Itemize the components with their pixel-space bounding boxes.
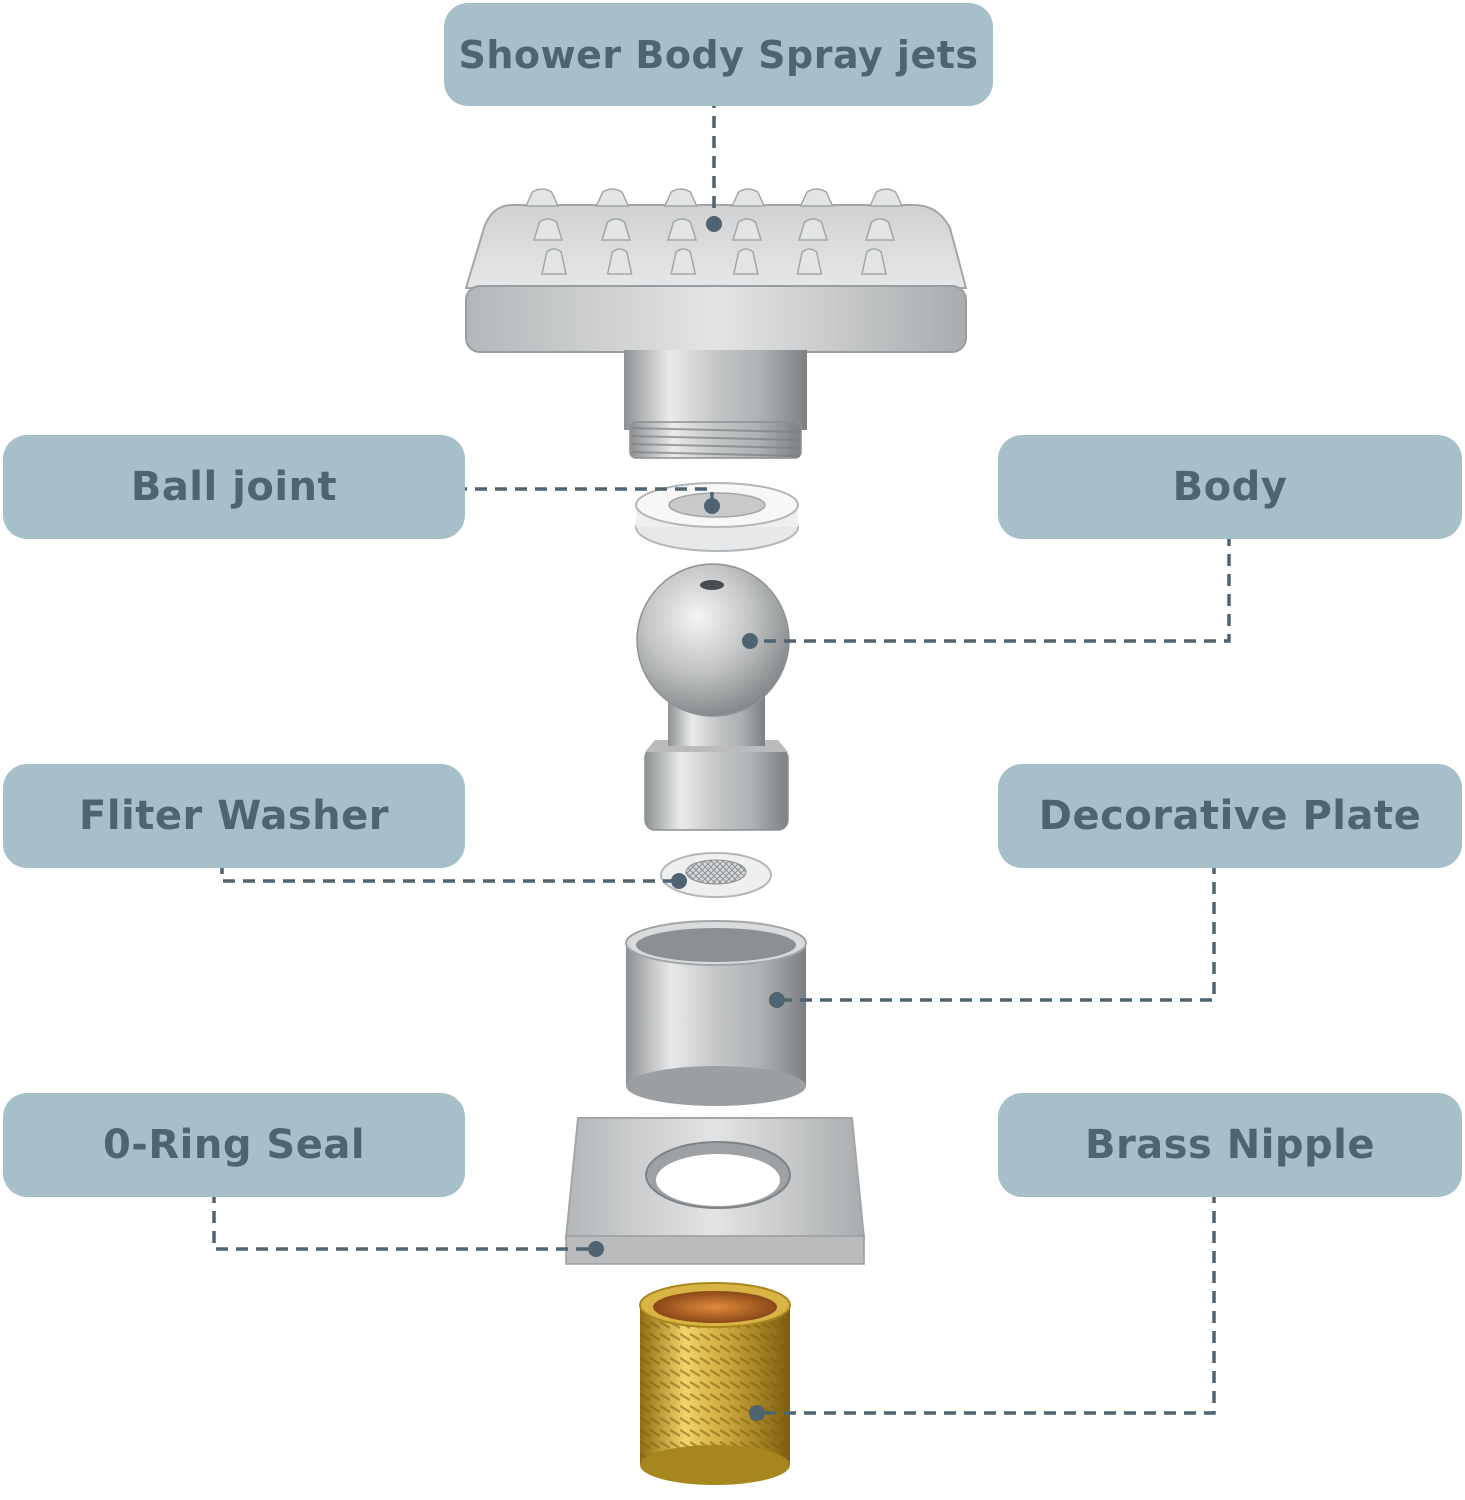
spray-nozzle xyxy=(868,188,904,207)
spray-nozzle xyxy=(732,248,759,275)
spray-head-part xyxy=(464,188,968,459)
spray-nozzle xyxy=(600,218,632,241)
spray-nozzle xyxy=(532,218,564,241)
spray-nozzles xyxy=(524,188,904,275)
label-body: Body xyxy=(998,435,1462,539)
spray-nozzle xyxy=(864,218,896,241)
sleeve-part xyxy=(625,920,807,1106)
brass-nipple-part xyxy=(639,1282,791,1485)
leader-body xyxy=(750,534,1231,643)
leader-brass-nipple xyxy=(758,1191,1216,1415)
spray-nozzle xyxy=(670,248,697,275)
filter-washer-part xyxy=(660,852,772,898)
spray-nozzle xyxy=(731,188,766,207)
leader-o-ring-seal xyxy=(212,1191,595,1251)
leader-decorative-plate xyxy=(778,862,1216,1002)
ball-joint-part xyxy=(636,563,790,831)
label-filter-washer: Fliter Washer xyxy=(3,764,465,868)
spray-nozzle xyxy=(541,248,567,275)
label-decorative-plate: Decorative Plate xyxy=(998,764,1462,868)
leader-dots xyxy=(588,216,785,1421)
ring-washer-part xyxy=(635,482,799,552)
decorative-plate-part xyxy=(564,1117,866,1265)
leader-filter-washer xyxy=(220,862,682,883)
spray-nozzle xyxy=(797,218,829,241)
spray-nozzle xyxy=(663,188,698,207)
label-shower-body-spray-jets: Shower Body Spray jets xyxy=(444,3,993,106)
spray-nozzle xyxy=(796,248,823,275)
spray-nozzle xyxy=(524,188,560,207)
label-brass-nipple: Brass Nipple xyxy=(998,1093,1462,1197)
spray-nozzle xyxy=(666,218,698,241)
spray-nozzle xyxy=(731,218,763,241)
spray-nozzle xyxy=(606,248,633,275)
label-ball-joint: Ball joint xyxy=(3,435,465,539)
label-o-ring-seal: 0-Ring Seal xyxy=(3,1093,465,1197)
spray-nozzle xyxy=(861,248,887,275)
spray-nozzle xyxy=(799,188,834,207)
spray-nozzle xyxy=(595,188,630,207)
